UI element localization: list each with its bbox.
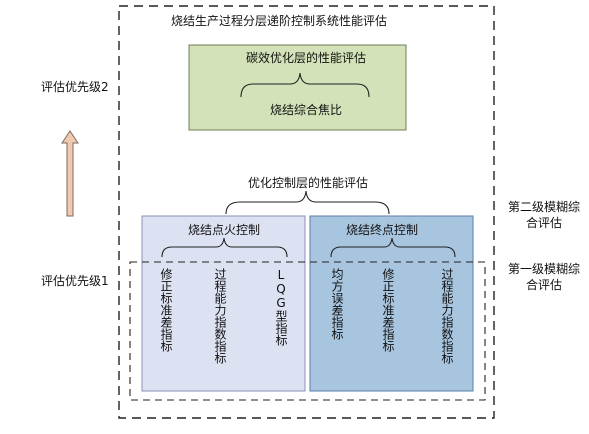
ignition-item-corrected-std: 修正标准差指标 (159, 268, 173, 352)
endpoint-control-box (309, 215, 474, 392)
second-level-label: 第二级模糊综合评估 (508, 200, 581, 230)
priority-1-label: 评估优先级1 (41, 274, 109, 288)
priority-2-label: 评估优先级2 (41, 80, 109, 94)
optimization-brace (225, 190, 390, 215)
ignition-control-box (141, 215, 306, 392)
carbon-box-item: 烧结综合焦比 (270, 103, 343, 117)
optimization-title: 优化控制层的性能评估 (248, 176, 369, 190)
first-level-dashed-frame (129, 261, 486, 401)
ignition-box-title: 烧结点火控制 (188, 223, 261, 237)
ignition-item-lqg: LQG型指标 (274, 268, 288, 346)
first-level-label: 第一级模糊综合评估 (508, 262, 581, 292)
carbon-box-title: 碳效优化层的性能评估 (246, 51, 367, 65)
carbon-efficiency-box (188, 44, 407, 131)
endpoint-item-process-capability: 过程能力指数指标 (440, 268, 454, 364)
outer-dashed-frame (118, 5, 495, 419)
ignition-brace (161, 237, 288, 258)
carbon-brace (240, 72, 370, 98)
priority-up-arrow (61, 130, 79, 217)
endpoint-box-title: 烧结终点控制 (346, 223, 419, 237)
endpoint-item-corrected-std: 修正标准差指标 (381, 268, 395, 352)
endpoint-item-mse: 均方误差指标 (330, 268, 344, 340)
diagram-title: 烧结生产过程分层递阶控制系统性能评估 (171, 14, 388, 28)
endpoint-brace (330, 237, 456, 258)
ignition-item-process-capability: 过程能力指数指标 (213, 268, 227, 364)
